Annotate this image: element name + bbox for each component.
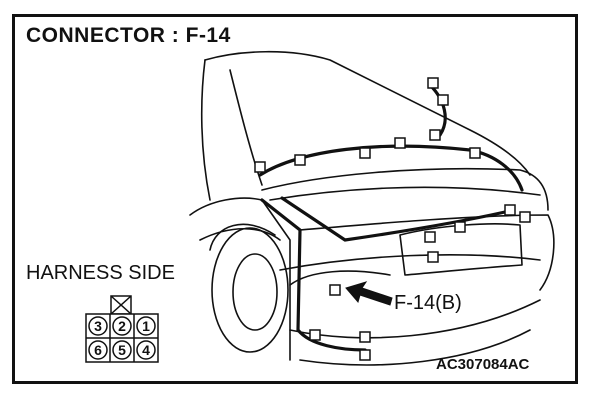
pin-label: 2 — [118, 318, 126, 334]
connector-block — [254, 161, 266, 173]
rear-wheel — [211, 227, 289, 353]
rear-window-left — [229, 69, 263, 186]
connector-block — [429, 129, 441, 141]
harness-side-run — [260, 198, 367, 352]
pin-label: 4 — [142, 342, 150, 358]
pin-label: 6 — [94, 342, 102, 358]
connector-block — [427, 251, 439, 263]
connector-block — [309, 329, 321, 341]
connector-title: CONNECTOR : F-14 — [26, 24, 231, 47]
connector-block — [519, 211, 531, 223]
trunk-lid-edge — [269, 186, 541, 201]
rear-wheel-inner — [232, 253, 278, 331]
harness-upper-branch — [428, 83, 447, 137]
connector-callout-label: F-14(B) — [394, 292, 462, 314]
harness-lid-lower — [280, 196, 507, 242]
wheel-arch — [209, 223, 276, 251]
connector-block — [427, 77, 439, 89]
connector-block — [424, 231, 436, 243]
harness-side-label: HARNESS SIDE — [26, 262, 175, 284]
callout-arrow — [345, 281, 393, 306]
bumper-top — [279, 253, 541, 271]
trunk-lid — [261, 167, 549, 211]
connector-block — [359, 331, 371, 343]
connector-block — [359, 349, 371, 361]
connector-face — [85, 295, 159, 363]
roof-line — [204, 50, 531, 176]
connector-block — [294, 154, 306, 166]
connector-block — [437, 94, 449, 106]
c-pillar — [200, 59, 211, 201]
connector-block — [454, 221, 466, 233]
pin-label: 1 — [142, 318, 150, 334]
rear-panel — [299, 214, 555, 291]
connector-block — [469, 147, 481, 159]
tail-lamp — [289, 270, 391, 286]
connector-block — [329, 284, 341, 296]
license-recess — [399, 223, 523, 276]
connector-block — [359, 147, 371, 159]
pin-label: 5 — [118, 342, 126, 358]
connector-block — [504, 204, 516, 216]
bumper-lower — [299, 329, 531, 366]
pin-label: 3 — [94, 318, 102, 334]
figure-code: AC307084AC — [436, 356, 530, 373]
connector-block — [394, 137, 406, 149]
